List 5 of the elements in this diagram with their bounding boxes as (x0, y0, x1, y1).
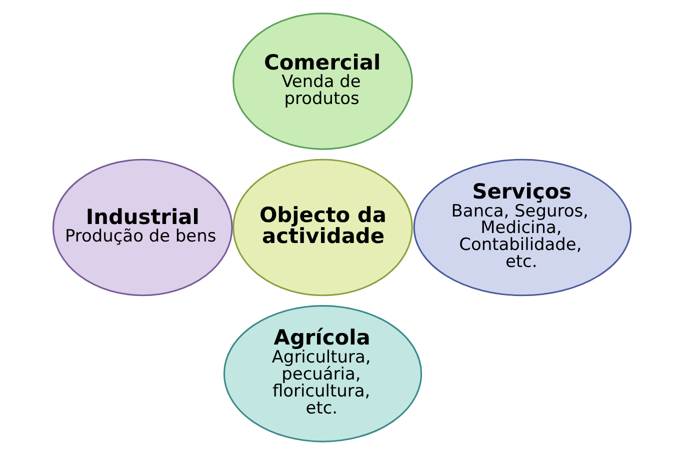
node-ellipse: Comercial Venda de produtos (232, 12, 413, 150)
node-ellipse: Objecto da actividade (232, 158, 413, 296)
node-ellipse: Serviços Banca, Seguros, Medicina, Contabilidade, etc. (413, 158, 632, 296)
node-ellipse: Agrícola Agricultura, pecuária, floricultura, etc. (223, 305, 422, 442)
node-ellipse: Industrial Produção de bens (52, 158, 233, 296)
